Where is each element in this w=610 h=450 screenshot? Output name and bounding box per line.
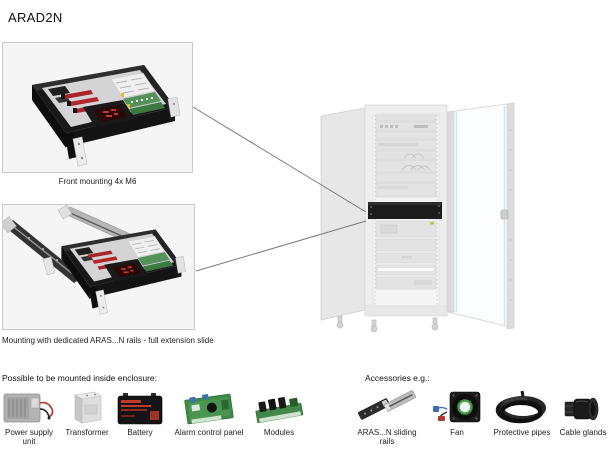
item-label: Power supply unit — [4, 428, 54, 447]
accessory-item: Protective pipes — [488, 386, 556, 437]
battery-icon — [117, 386, 163, 425]
enclosure-item: Alarm control panel — [174, 386, 244, 437]
alarm-control-panel-icon — [182, 386, 236, 425]
item-label: Transformer — [65, 428, 109, 437]
server-rack-illustration — [320, 102, 515, 333]
enclosure-items-heading: Possible to be mounted inside enclosure: — [2, 373, 157, 383]
fan-icon — [431, 386, 483, 425]
accessory-item: ARAS...N sliding rails — [352, 386, 422, 446]
item-label: ARAS...N sliding rails — [357, 428, 417, 447]
power-supply-icon — [3, 386, 55, 425]
enclosure-item: Modules — [248, 386, 310, 437]
item-label: Alarm control panel — [174, 428, 244, 437]
rack-door — [447, 102, 515, 330]
item-label: Battery — [127, 428, 153, 437]
arad2n-unit-highlight — [368, 202, 442, 219]
sliding-rail-left — [3, 216, 83, 283]
item-label: Protective pipes — [493, 428, 551, 437]
front-mounting-caption: Front mounting 4x M6 — [58, 177, 137, 186]
door-handle — [500, 209, 509, 220]
accessory-item: Cable glands — [550, 386, 610, 437]
accessory-item: Fan — [430, 386, 484, 437]
rail-mounting-caption: Mounting with dedicated ARAS...N rails -… — [2, 336, 214, 345]
item-label: Fan — [450, 428, 464, 437]
rail-mounting-figure — [2, 204, 195, 330]
enclosure-item: Power supply unit — [0, 386, 58, 446]
transformer-icon — [70, 386, 104, 425]
item-label: Modules — [263, 428, 295, 437]
cable-glands-icon — [564, 386, 602, 425]
modules-icon — [253, 386, 305, 425]
enclosure-item: Transformer — [62, 386, 112, 437]
enclosure-item: Battery — [114, 386, 166, 437]
accessories-heading: Accessories e.g.: — [365, 373, 430, 383]
device-on-rails-illustration — [3, 205, 186, 315]
device-open-chassis-illustration — [32, 65, 181, 167]
page-title: ARAD2N — [8, 10, 63, 25]
front-mounting-figure — [2, 42, 193, 173]
item-label: Cable glands — [559, 428, 607, 437]
protective-pipes-icon — [493, 386, 551, 425]
sliding-rails-icon — [356, 386, 418, 425]
